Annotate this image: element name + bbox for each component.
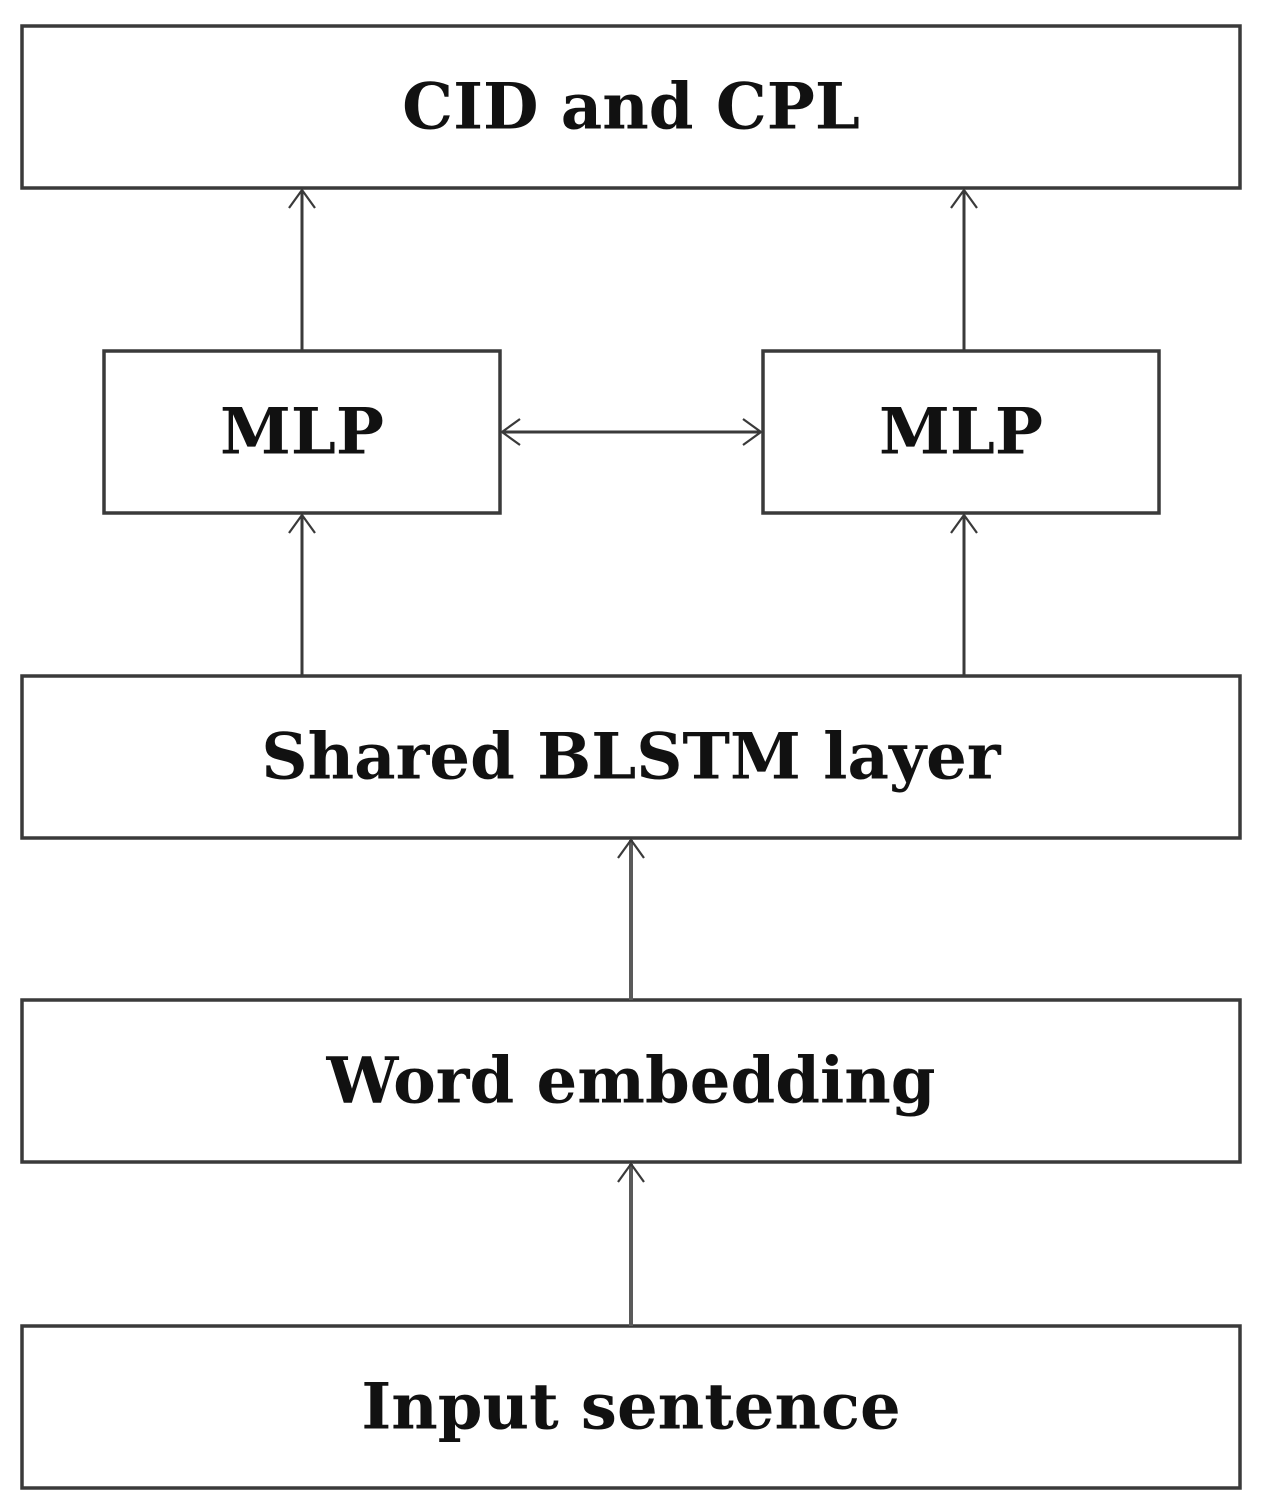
node-mlp-right: MLP xyxy=(761,349,1161,515)
edge-mlp-left-to-output xyxy=(288,188,316,351)
edge-embedding-to-blstm xyxy=(617,838,645,1000)
edge-mlp-left-mlp-right xyxy=(500,418,763,446)
arrow-up-icon xyxy=(950,513,978,534)
node-blstm: Shared BLSTM layer xyxy=(20,674,1242,840)
arrow-up-icon xyxy=(950,188,978,209)
node-mlp-left-label: MLP xyxy=(220,395,384,470)
edge-blstm-to-mlp-left xyxy=(288,513,316,676)
arrow-left-icon xyxy=(500,418,521,446)
node-embedding: Word embedding xyxy=(20,998,1242,1164)
edge-blstm-to-mlp-right xyxy=(950,513,978,676)
arrow-up-icon xyxy=(288,188,316,209)
node-mlp-right-label: MLP xyxy=(879,395,1043,470)
node-output-label: CID and CPL xyxy=(402,70,860,145)
node-mlp-left: MLP xyxy=(102,349,502,515)
arrow-up-icon xyxy=(617,1162,645,1183)
arrow-up-icon xyxy=(288,513,316,534)
node-input-label: Input sentence xyxy=(361,1370,900,1445)
arrow-up-icon xyxy=(617,838,645,859)
node-embedding-label: Word embedding xyxy=(325,1044,935,1119)
edge-input-to-embedding xyxy=(617,1162,645,1326)
node-output: CID and CPL xyxy=(20,24,1242,190)
edge-mlp-right-to-output xyxy=(950,188,978,351)
node-blstm-label: Shared BLSTM layer xyxy=(261,720,1001,795)
arrow-right-icon xyxy=(742,418,763,446)
node-input: Input sentence xyxy=(20,1324,1242,1490)
